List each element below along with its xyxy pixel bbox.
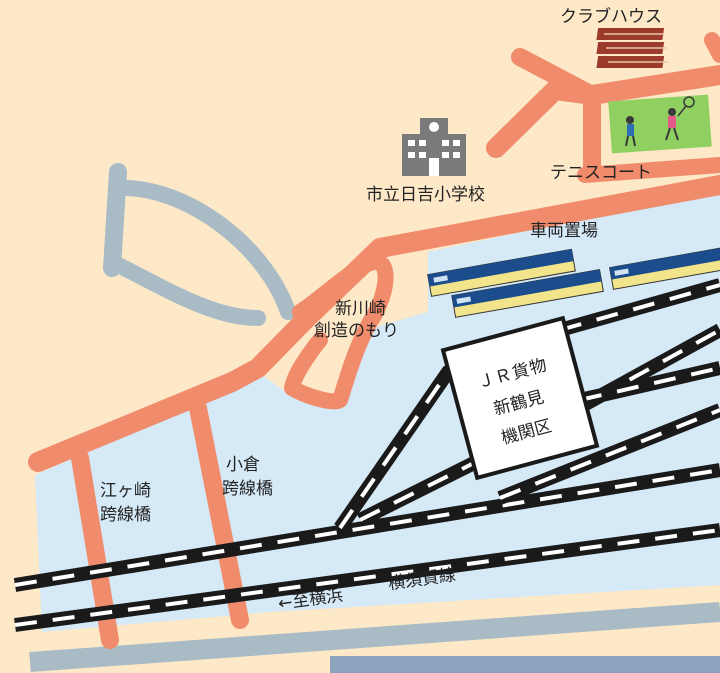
court-bottom-road xyxy=(577,157,720,183)
tennis-players-icon xyxy=(608,94,712,154)
park-label-2: 創造のもり xyxy=(314,321,399,341)
river-lower xyxy=(104,254,266,326)
school-label: 市立日吉小学校 xyxy=(366,185,485,205)
clubhouse-label: クラブハウス xyxy=(560,6,662,27)
track-main-lower xyxy=(14,523,720,632)
train-icon xyxy=(427,247,720,318)
train-1 xyxy=(427,248,576,297)
yard-label: 車両置場 xyxy=(530,221,598,241)
bottom-road xyxy=(29,602,720,672)
crossing-road-right xyxy=(189,399,249,629)
right-edge-road xyxy=(704,32,720,63)
park-label-1: 新川崎 xyxy=(335,299,386,319)
jr-freight-depot-box xyxy=(440,315,600,481)
egasaki-bridge-label-1: 江ヶ崎 xyxy=(100,481,151,501)
north-road xyxy=(486,65,720,158)
train-3 xyxy=(609,247,720,290)
clubhouse-building-icon xyxy=(596,28,668,68)
track-yard-3 xyxy=(558,278,720,337)
egasaki-bridge-label-2: 跨線橋 xyxy=(100,505,151,525)
park-loop-road xyxy=(284,254,394,410)
ogura-bridge-label-2: 跨線橋 xyxy=(222,479,273,499)
track-yard-5 xyxy=(578,361,720,407)
track-main-upper xyxy=(13,463,720,592)
school-building-icon xyxy=(402,118,466,176)
train-2 xyxy=(451,269,604,318)
track-yard-4 xyxy=(497,403,720,505)
tennis-court-label: テニスコート xyxy=(550,163,652,183)
main-road xyxy=(28,175,720,472)
river-curve xyxy=(110,179,296,320)
ogura-bridge-label-1: 小倉 xyxy=(226,455,260,475)
corner-building xyxy=(330,656,720,673)
